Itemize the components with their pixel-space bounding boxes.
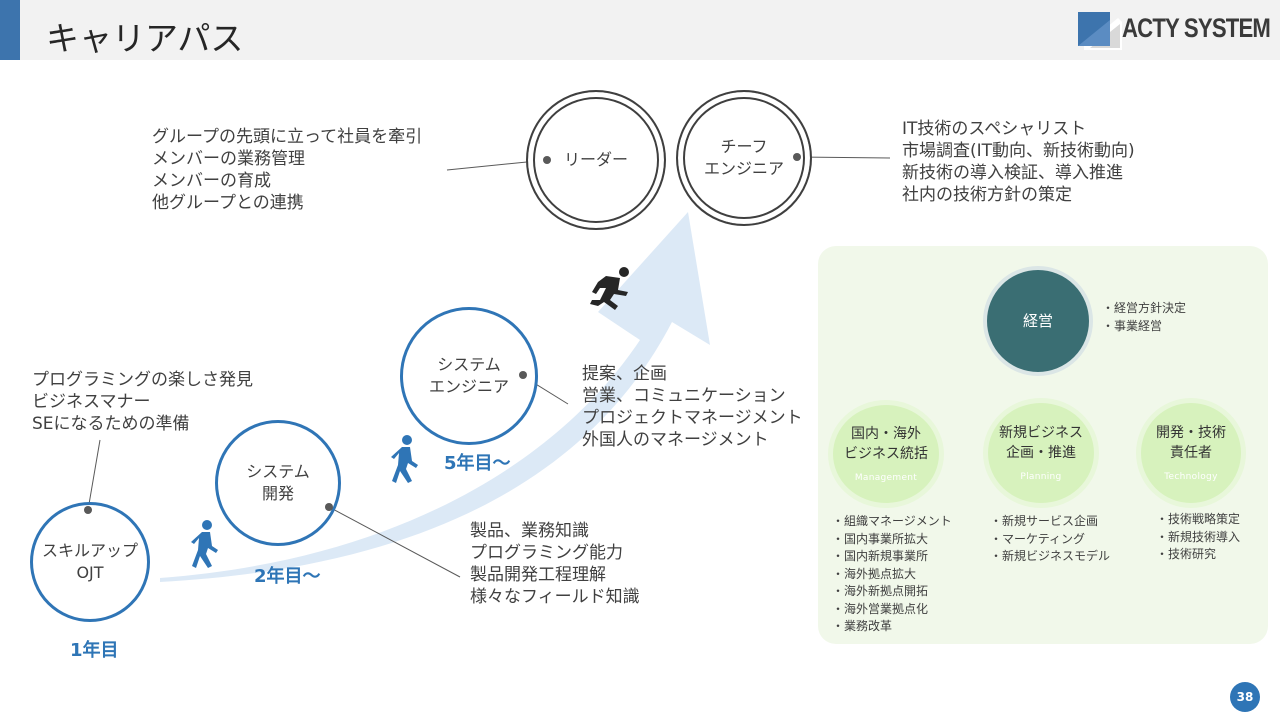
step-year-3: 5年目～ xyxy=(444,453,511,474)
exec-label: 経営 xyxy=(1022,312,1053,330)
connector-dot xyxy=(519,371,527,379)
note-line: メンバーの業務管理 xyxy=(152,149,305,169)
branch-label: 新規ビジネス xyxy=(999,425,1083,441)
branch-planning-circle: 新規ビジネス 企画・推進 Planning xyxy=(983,398,1099,508)
chief-notes: IT技術のスペシャリスト 市場調査(IT動向、新技術動向) 新技術の導入検証、導… xyxy=(902,118,1135,206)
logo-mark-icon xyxy=(1078,12,1122,50)
chief-circle: チーフエンジニア xyxy=(676,90,812,226)
branch-en-label: Planning xyxy=(1020,472,1062,482)
step-se-label: システム xyxy=(437,355,501,374)
step-se-label: エンジニア xyxy=(428,377,509,396)
step-dev-label: 開発 xyxy=(261,484,294,503)
note-line: 新技術の導入検証、導入推進 xyxy=(902,163,1123,183)
step-dev-circle: システム開発 xyxy=(215,420,341,546)
note-line: プログラミング能力 xyxy=(470,543,623,563)
page-number-badge: 38 xyxy=(1230,682,1260,712)
chief-label: チーフ xyxy=(720,137,768,156)
branch-label: ビジネス統括 xyxy=(844,446,928,462)
step-skillup-circle: スキルアップ OJT xyxy=(30,502,150,622)
note-line: ・海外拠点拡大 xyxy=(832,566,917,581)
logo-text: ACTY SYSTEM xyxy=(1122,13,1271,43)
note-line: ・新規技術導入 xyxy=(1156,529,1241,544)
exec-circle: 経営 xyxy=(983,266,1093,376)
note-line: ・経営方針決定 xyxy=(1102,301,1187,315)
branch-management-circle: 国内・海外 ビジネス統括 Management xyxy=(828,400,944,508)
note-line: ・国内新規事業所 xyxy=(832,549,929,563)
leader-label: リーダー xyxy=(563,150,628,169)
note-line: グループの先頭に立って社員を牽引 xyxy=(152,127,423,147)
note-line: ・技術研究 xyxy=(1156,547,1217,561)
note-line: ビジネスマナー xyxy=(32,392,151,412)
note-line: ・技術戦略策定 xyxy=(1156,512,1241,526)
skillup-notes: プログラミングの楽しさ発見 ビジネスマナー SEになるための準備 xyxy=(32,369,253,435)
walking-person-icon xyxy=(191,520,218,568)
leader-notes: グループの先頭に立って社員を牽引 メンバーの業務管理 メンバーの育成 他グループ… xyxy=(152,126,422,214)
note-line: 社内の技術方針の策定 xyxy=(902,185,1072,205)
se-notes: 提案、企画 営業、コミュニケーション プロジェクトマネージメント 外国人のマネー… xyxy=(582,363,803,451)
step-skillup-label: スキルアップ xyxy=(41,541,138,560)
branch-label: 開発・技術 xyxy=(1156,425,1226,441)
branch-en-label: Technology xyxy=(1164,472,1218,482)
note-line: ・業務改革 xyxy=(832,619,893,633)
walking-person-icon xyxy=(391,435,418,483)
note-line: 市場調査(IT動向、新技術動向) xyxy=(902,141,1135,161)
running-person-icon xyxy=(590,267,629,310)
branch-management-notes: ・組織マネージメント ・国内事業所拡大 ・国内新規事業所 ・海外拠点拡大 ・海外… xyxy=(832,513,952,636)
step-skillup-label: OJT xyxy=(76,563,104,582)
exec-notes: ・経営方針決定 ・事業経営 xyxy=(1102,300,1186,335)
branch-label: 責任者 xyxy=(1170,445,1212,461)
step-year-1: 1年目 xyxy=(70,640,119,661)
note-line: 製品、業務知識 xyxy=(470,521,589,541)
connector-dot xyxy=(793,153,801,161)
step-se-circle: システムエンジニア xyxy=(400,307,538,445)
branch-label: 企画・推進 xyxy=(1006,445,1076,461)
note-line: 営業、コミュニケーション xyxy=(582,386,786,406)
note-line: 製品開発工程理解 xyxy=(470,565,606,585)
note-line: ・マーケティング xyxy=(990,531,1086,546)
branch-en-label: Management xyxy=(854,473,918,483)
branch-technology-notes: ・技術戦略策定 ・新規技術導入 ・技術研究 xyxy=(1156,511,1240,564)
connector-dot xyxy=(84,506,92,514)
note-line: ・新規サービス企画 xyxy=(990,514,1099,528)
note-line: メンバーの育成 xyxy=(152,171,271,191)
step-year-2: 2年目～ xyxy=(254,566,321,587)
note-line: SEになるための準備 xyxy=(32,414,190,434)
connector-dot xyxy=(325,503,333,511)
note-line: プロジェクトマネージメント xyxy=(582,408,803,428)
note-line: ・事業経営 xyxy=(1102,318,1163,333)
header-accent xyxy=(0,0,20,60)
note-line: 提案、企画 xyxy=(582,364,667,384)
note-line: ・組織マネージメント xyxy=(832,514,952,528)
branch-planning-notes: ・新規サービス企画 ・マーケティング ・新規ビジネスモデル xyxy=(990,513,1110,566)
note-line: 様々なフィールド知識 xyxy=(470,587,640,607)
leader-circle: リーダー xyxy=(526,90,666,230)
page-title: キャリアパス xyxy=(46,19,244,58)
note-line: 外国人のマネージメント xyxy=(582,430,769,450)
header-bar xyxy=(0,0,1280,60)
branch-label: 国内・海外 xyxy=(851,426,921,442)
note-line: ・海外営業拠点化 xyxy=(832,601,929,616)
note-line: ・新規ビジネスモデル xyxy=(990,549,1111,563)
branch-technology-circle: 開発・技術 責任者 Technology xyxy=(1136,398,1246,508)
step-dev-label: システム xyxy=(246,462,310,481)
connector-dot xyxy=(543,156,551,164)
note-line: 他グループとの連携 xyxy=(152,193,304,213)
note-line: ・国内事業所拡大 xyxy=(832,531,929,546)
note-line: プログラミングの楽しさ発見 xyxy=(32,370,253,390)
chief-label: エンジニア xyxy=(703,159,784,178)
note-line: IT技術のスペシャリスト xyxy=(902,119,1087,139)
dev-notes: 製品、業務知識 プログラミング能力 製品開発工程理解 様々なフィールド知識 xyxy=(470,520,640,608)
note-line: ・海外新拠点開拓 xyxy=(832,584,929,598)
